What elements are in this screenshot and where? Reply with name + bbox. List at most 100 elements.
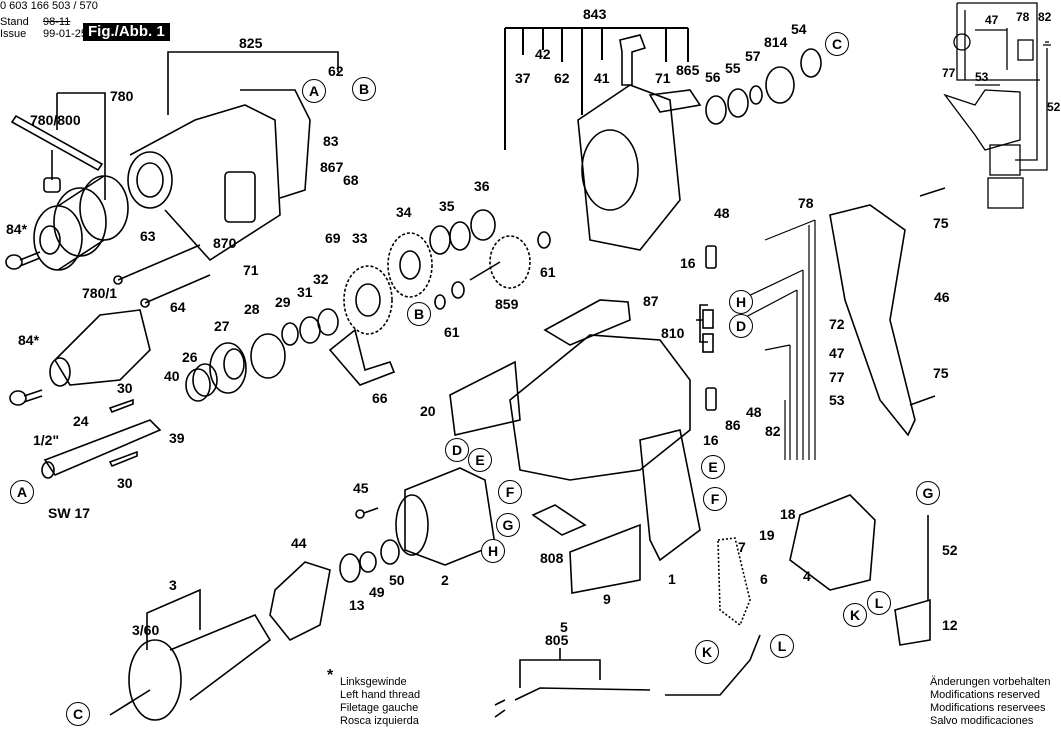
- switch: [789, 494, 876, 591]
- connector-ref-k: K: [695, 640, 719, 664]
- gear-33: [343, 265, 393, 335]
- part-label-13: 13: [349, 597, 365, 613]
- screw-45: [355, 507, 379, 519]
- spring-26: [185, 363, 218, 402]
- part-label-56: 56: [705, 69, 721, 85]
- part-label-16-bottom: 16: [703, 432, 719, 448]
- part-label-47: 47: [829, 345, 845, 361]
- part-label-859: 859: [495, 296, 519, 312]
- screws-75: [909, 187, 946, 406]
- connector-ref-k: K: [843, 603, 867, 627]
- part-label-1: 1: [668, 571, 676, 587]
- part-label-33: 33: [352, 230, 368, 246]
- part-label-30-top: 30: [117, 380, 133, 396]
- ring-29: [281, 322, 299, 346]
- part-label-810: 810: [661, 325, 685, 341]
- air-guide-44: [269, 561, 331, 642]
- part-label-55: 55: [725, 60, 741, 76]
- label-87: [543, 299, 631, 346]
- cable-protector-6: [717, 537, 751, 627]
- part-label-64: 64: [170, 299, 186, 315]
- part-label-48-top: 48: [714, 205, 730, 221]
- connector-ref-f: F: [703, 487, 727, 511]
- gear-shaft-859: [469, 235, 531, 289]
- part-label-780: 780: [110, 88, 134, 104]
- part-label-843: 843: [583, 6, 607, 22]
- connector-ref-b: B: [352, 77, 376, 101]
- bearing-27: [209, 342, 247, 394]
- part-label-52: 52: [942, 542, 958, 558]
- bearing-train: [705, 48, 822, 125]
- part-label-825: 825: [239, 35, 263, 51]
- wiring-label-82: 82: [1038, 10, 1052, 24]
- connector-ref-e: E: [701, 455, 725, 479]
- connector-ref-g: G: [916, 481, 940, 505]
- wiring-label-53: 53: [975, 70, 989, 84]
- bracket-3: [146, 588, 201, 650]
- part-label-46: 46: [934, 289, 950, 305]
- part-label-29: 29: [275, 294, 291, 310]
- ring-50: [380, 539, 400, 565]
- connector-ref-e: E: [468, 448, 492, 472]
- chuck-key: [10, 114, 104, 193]
- label-20: [449, 360, 521, 436]
- connector-ref-c: C: [825, 32, 849, 56]
- power-cord: [494, 634, 761, 718]
- disclaimer-line: Modifications reserved: [930, 689, 1041, 701]
- gear-34: [387, 232, 433, 298]
- wiring-label-77: 77: [942, 66, 956, 80]
- label-9: [569, 523, 641, 594]
- part-label-63: 63: [140, 228, 156, 244]
- part-label-805: 805: [545, 632, 569, 648]
- part-label-sw17: SW 17: [48, 505, 91, 521]
- wiring-label-52: 52: [1047, 100, 1061, 114]
- part-label-54: 54: [791, 21, 807, 37]
- part-label-814: 814: [764, 34, 788, 50]
- part-label-45: 45: [353, 480, 369, 496]
- part-label-75-bottom: 75: [933, 365, 949, 381]
- connector-ref-d: D: [729, 314, 753, 338]
- footnote-left-hand-thread: Linksgewinde Left hand thread Filetage g…: [340, 676, 420, 728]
- part-label-4: 4: [803, 568, 811, 584]
- stand-value: 98-11: [43, 16, 71, 28]
- part-label-48-bottom: 48: [746, 404, 762, 420]
- handle-shell: [829, 204, 916, 437]
- part-label-half-inch: 1/2": [33, 432, 60, 448]
- part-label-24: 24: [73, 413, 89, 429]
- screw-84-top: [5, 251, 41, 270]
- connector-ref-c: C: [66, 702, 90, 726]
- part-label-68: 68: [343, 172, 359, 188]
- part-label-84-bottom: 84*: [18, 332, 40, 348]
- part-label-61-right: 61: [540, 264, 556, 280]
- part-label-34: 34: [396, 204, 412, 220]
- connector-ref-a: A: [10, 480, 34, 504]
- ring-49: [359, 551, 377, 573]
- part-label-66: 66: [372, 390, 388, 406]
- part-label-78: 78: [798, 195, 814, 211]
- screw-84-bottom: [9, 389, 43, 406]
- part-label-18: 18: [780, 506, 796, 522]
- part-label-26: 26: [182, 349, 198, 365]
- part-label-36: 36: [474, 178, 490, 194]
- part-label-780-800: 780/800: [30, 112, 81, 128]
- part-label-84-top: 84*: [6, 221, 28, 237]
- part-label-31: 31: [297, 284, 313, 300]
- part-label-3: 3: [169, 577, 177, 593]
- part-label-27: 27: [214, 318, 230, 334]
- part-label-87: 87: [643, 293, 659, 309]
- part-label-780-1: 780/1: [82, 285, 118, 301]
- brush-holder-16-bottom: [705, 387, 717, 411]
- plate-865: [648, 89, 702, 113]
- part-label-86: 86: [725, 417, 741, 433]
- connector-ref-f: F: [498, 480, 522, 504]
- part-label-40: 40: [164, 368, 180, 384]
- selector-41: [619, 34, 647, 86]
- part-label-30-bottom: 30: [117, 475, 133, 491]
- bracket-843: [504, 27, 689, 150]
- part-label-19: 19: [759, 527, 775, 543]
- part-label-71: 71: [243, 262, 259, 278]
- ring-31: [299, 316, 321, 344]
- connector-ref-l: L: [867, 591, 891, 615]
- part-label-61-left: 61: [444, 324, 460, 340]
- bushing-36: [470, 209, 496, 241]
